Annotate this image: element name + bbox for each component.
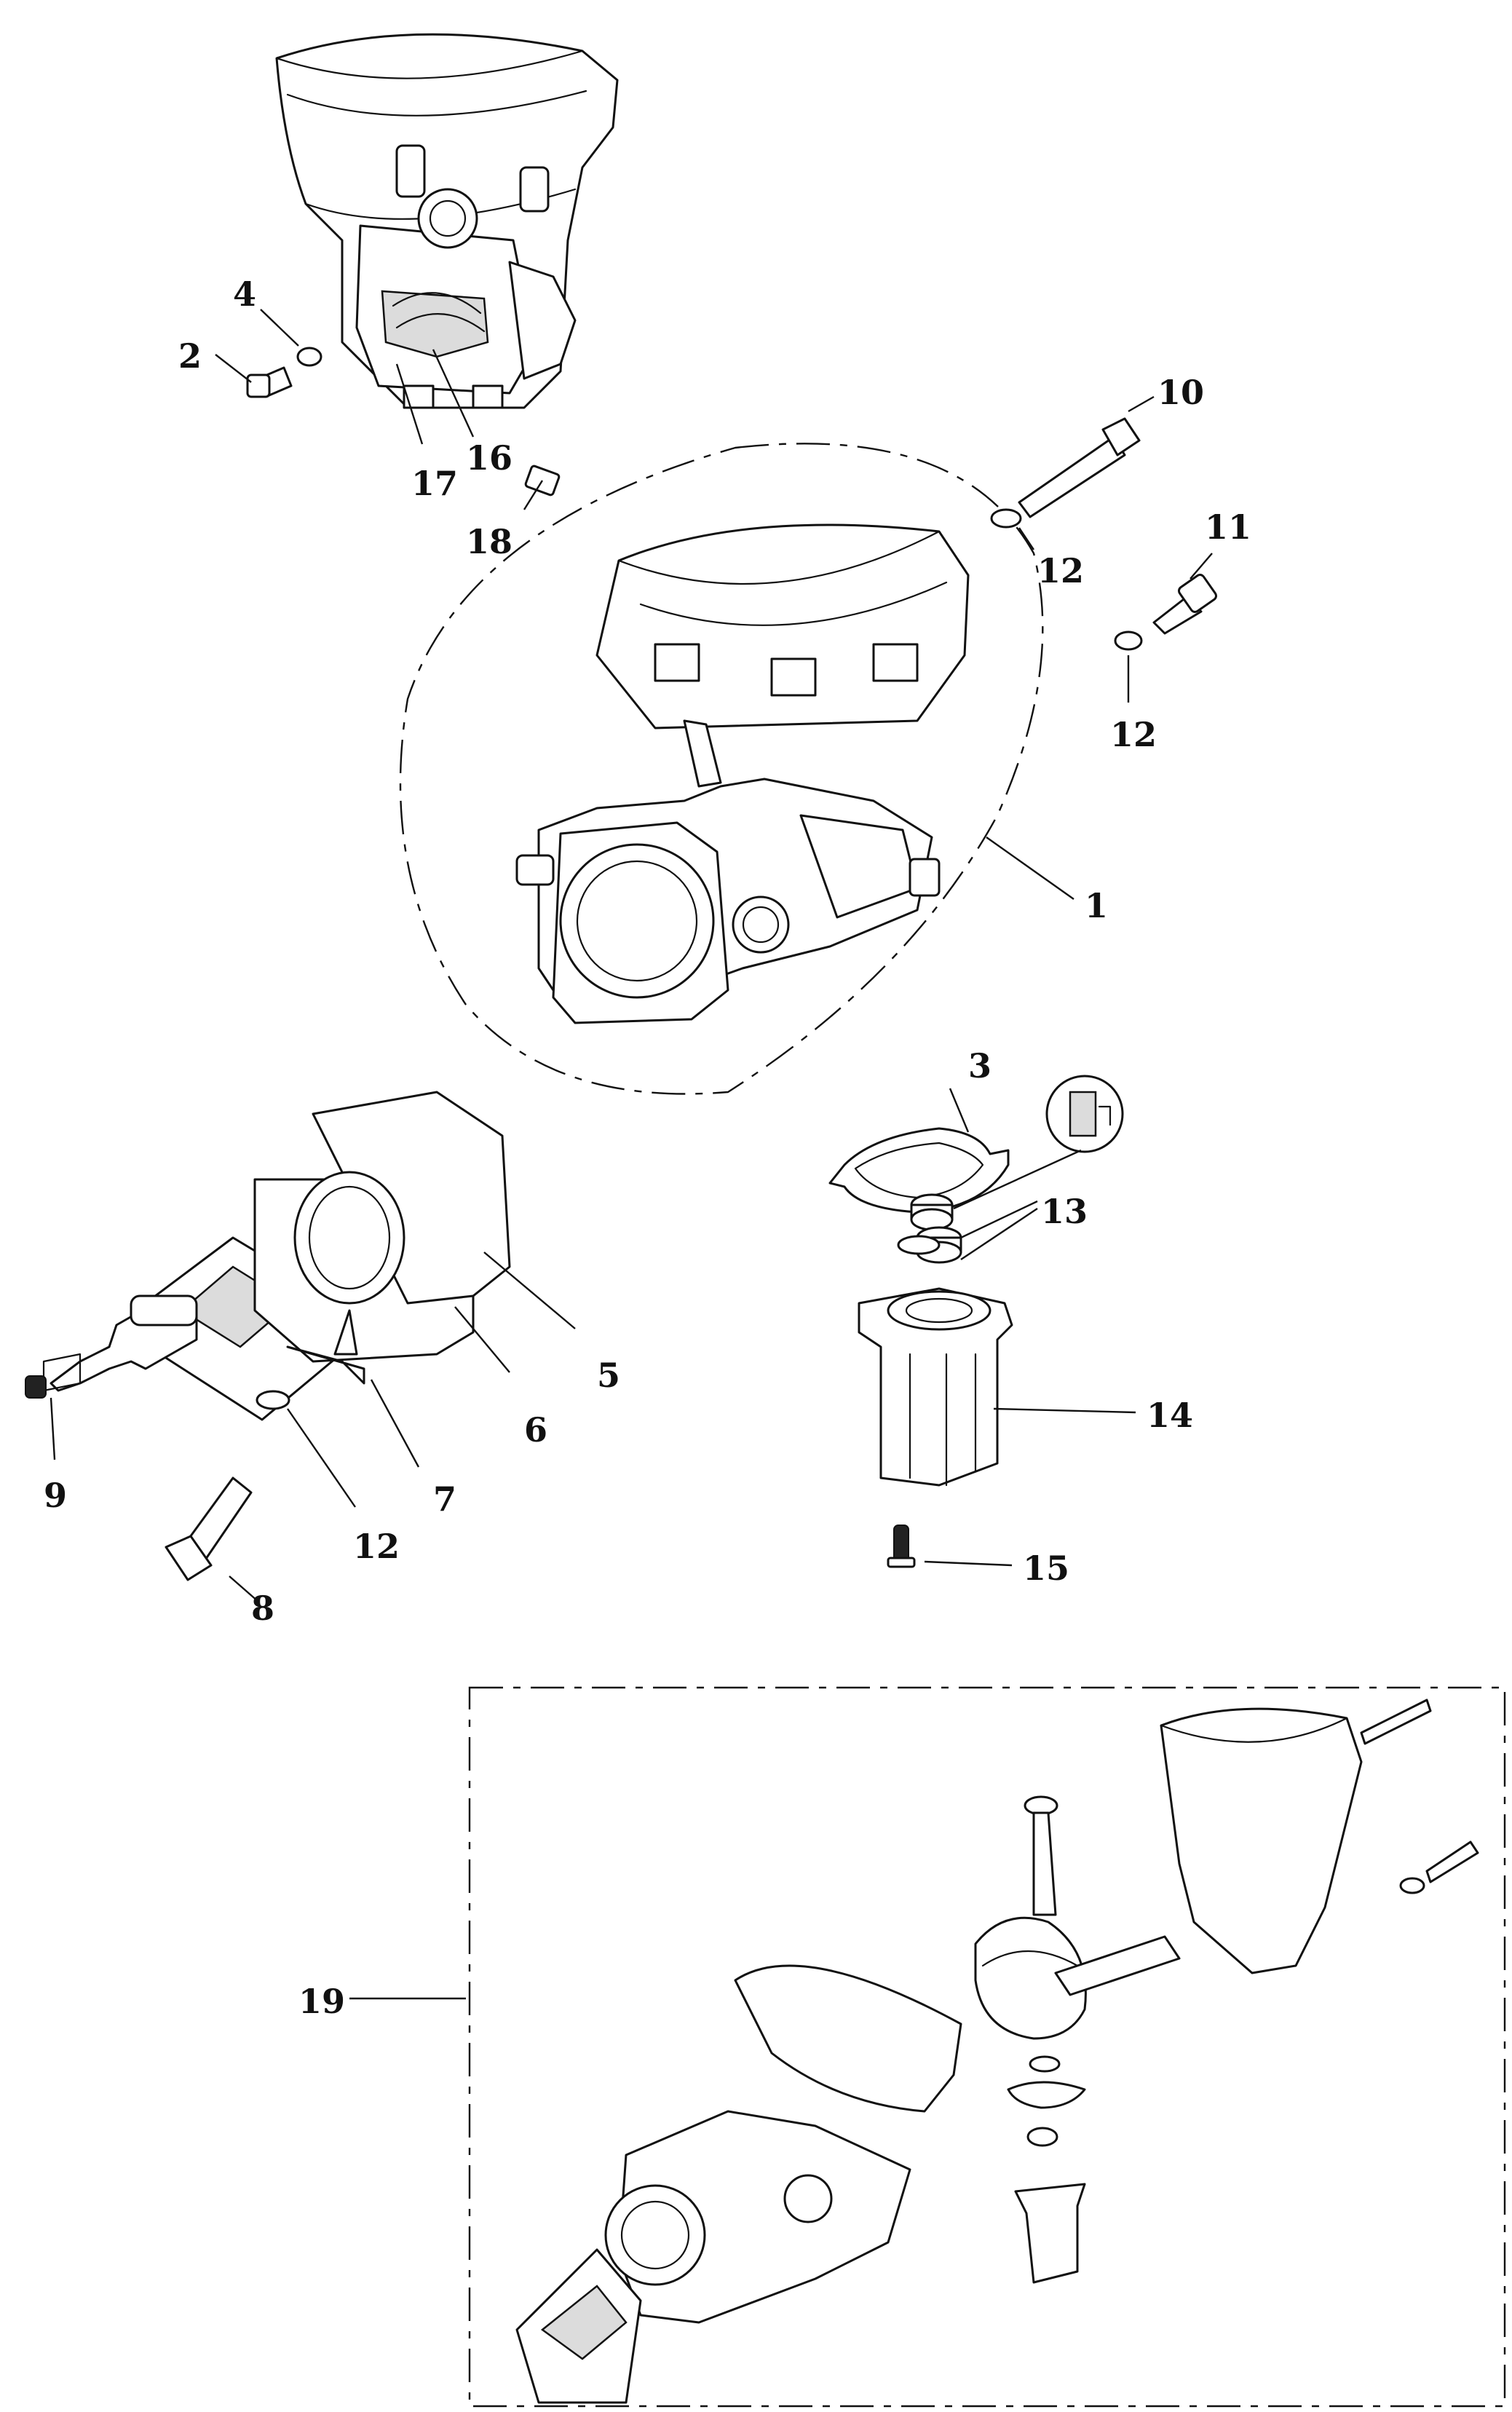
callout-4: 4 (233, 274, 256, 314)
bearing-housing (858, 1287, 1013, 1568)
callout-12a: 12 (1037, 551, 1084, 590)
callout-12b: 12 (1110, 715, 1157, 754)
callout-labels: 1 2 3 4 5 6 7 8 9 10 11 12 12 12 13 14 1… (44, 274, 1251, 2021)
main-crankcase-body (399, 443, 1044, 1095)
callout-2: 2 (178, 336, 202, 376)
bolt-8 (165, 1476, 253, 1581)
gasket-and-bearings (828, 1075, 1124, 1264)
callout-5: 5 (597, 1356, 620, 1395)
spark-plug (25, 1294, 198, 1399)
callout-7: 7 (433, 1479, 456, 1519)
callout-11: 11 (1205, 507, 1251, 547)
leader-lines (50, 309, 1213, 2000)
assembly-view-19 (468, 1686, 1506, 2408)
callout-14: 14 (1147, 1396, 1193, 1435)
reed-valve-assembly (144, 1091, 511, 1421)
callout-8: 8 (251, 1589, 274, 1628)
callout-10: 10 (1157, 373, 1204, 412)
callout-13: 13 (1041, 1192, 1088, 1231)
callout-6: 6 (524, 1410, 547, 1450)
callout-18: 18 (466, 522, 512, 561)
callout-12c: 12 (353, 1527, 400, 1566)
callout-3: 3 (968, 1046, 991, 1086)
callout-19: 19 (298, 1982, 345, 2021)
callout-15: 15 (1023, 1549, 1069, 1588)
callout-9: 9 (44, 1476, 67, 1515)
washers-and-fasteners (246, 347, 1217, 1410)
callout-17: 17 (411, 464, 458, 503)
callout-16: 16 (466, 438, 512, 478)
callout-1: 1 (1085, 886, 1108, 925)
upper-crankcase-half (275, 33, 619, 409)
